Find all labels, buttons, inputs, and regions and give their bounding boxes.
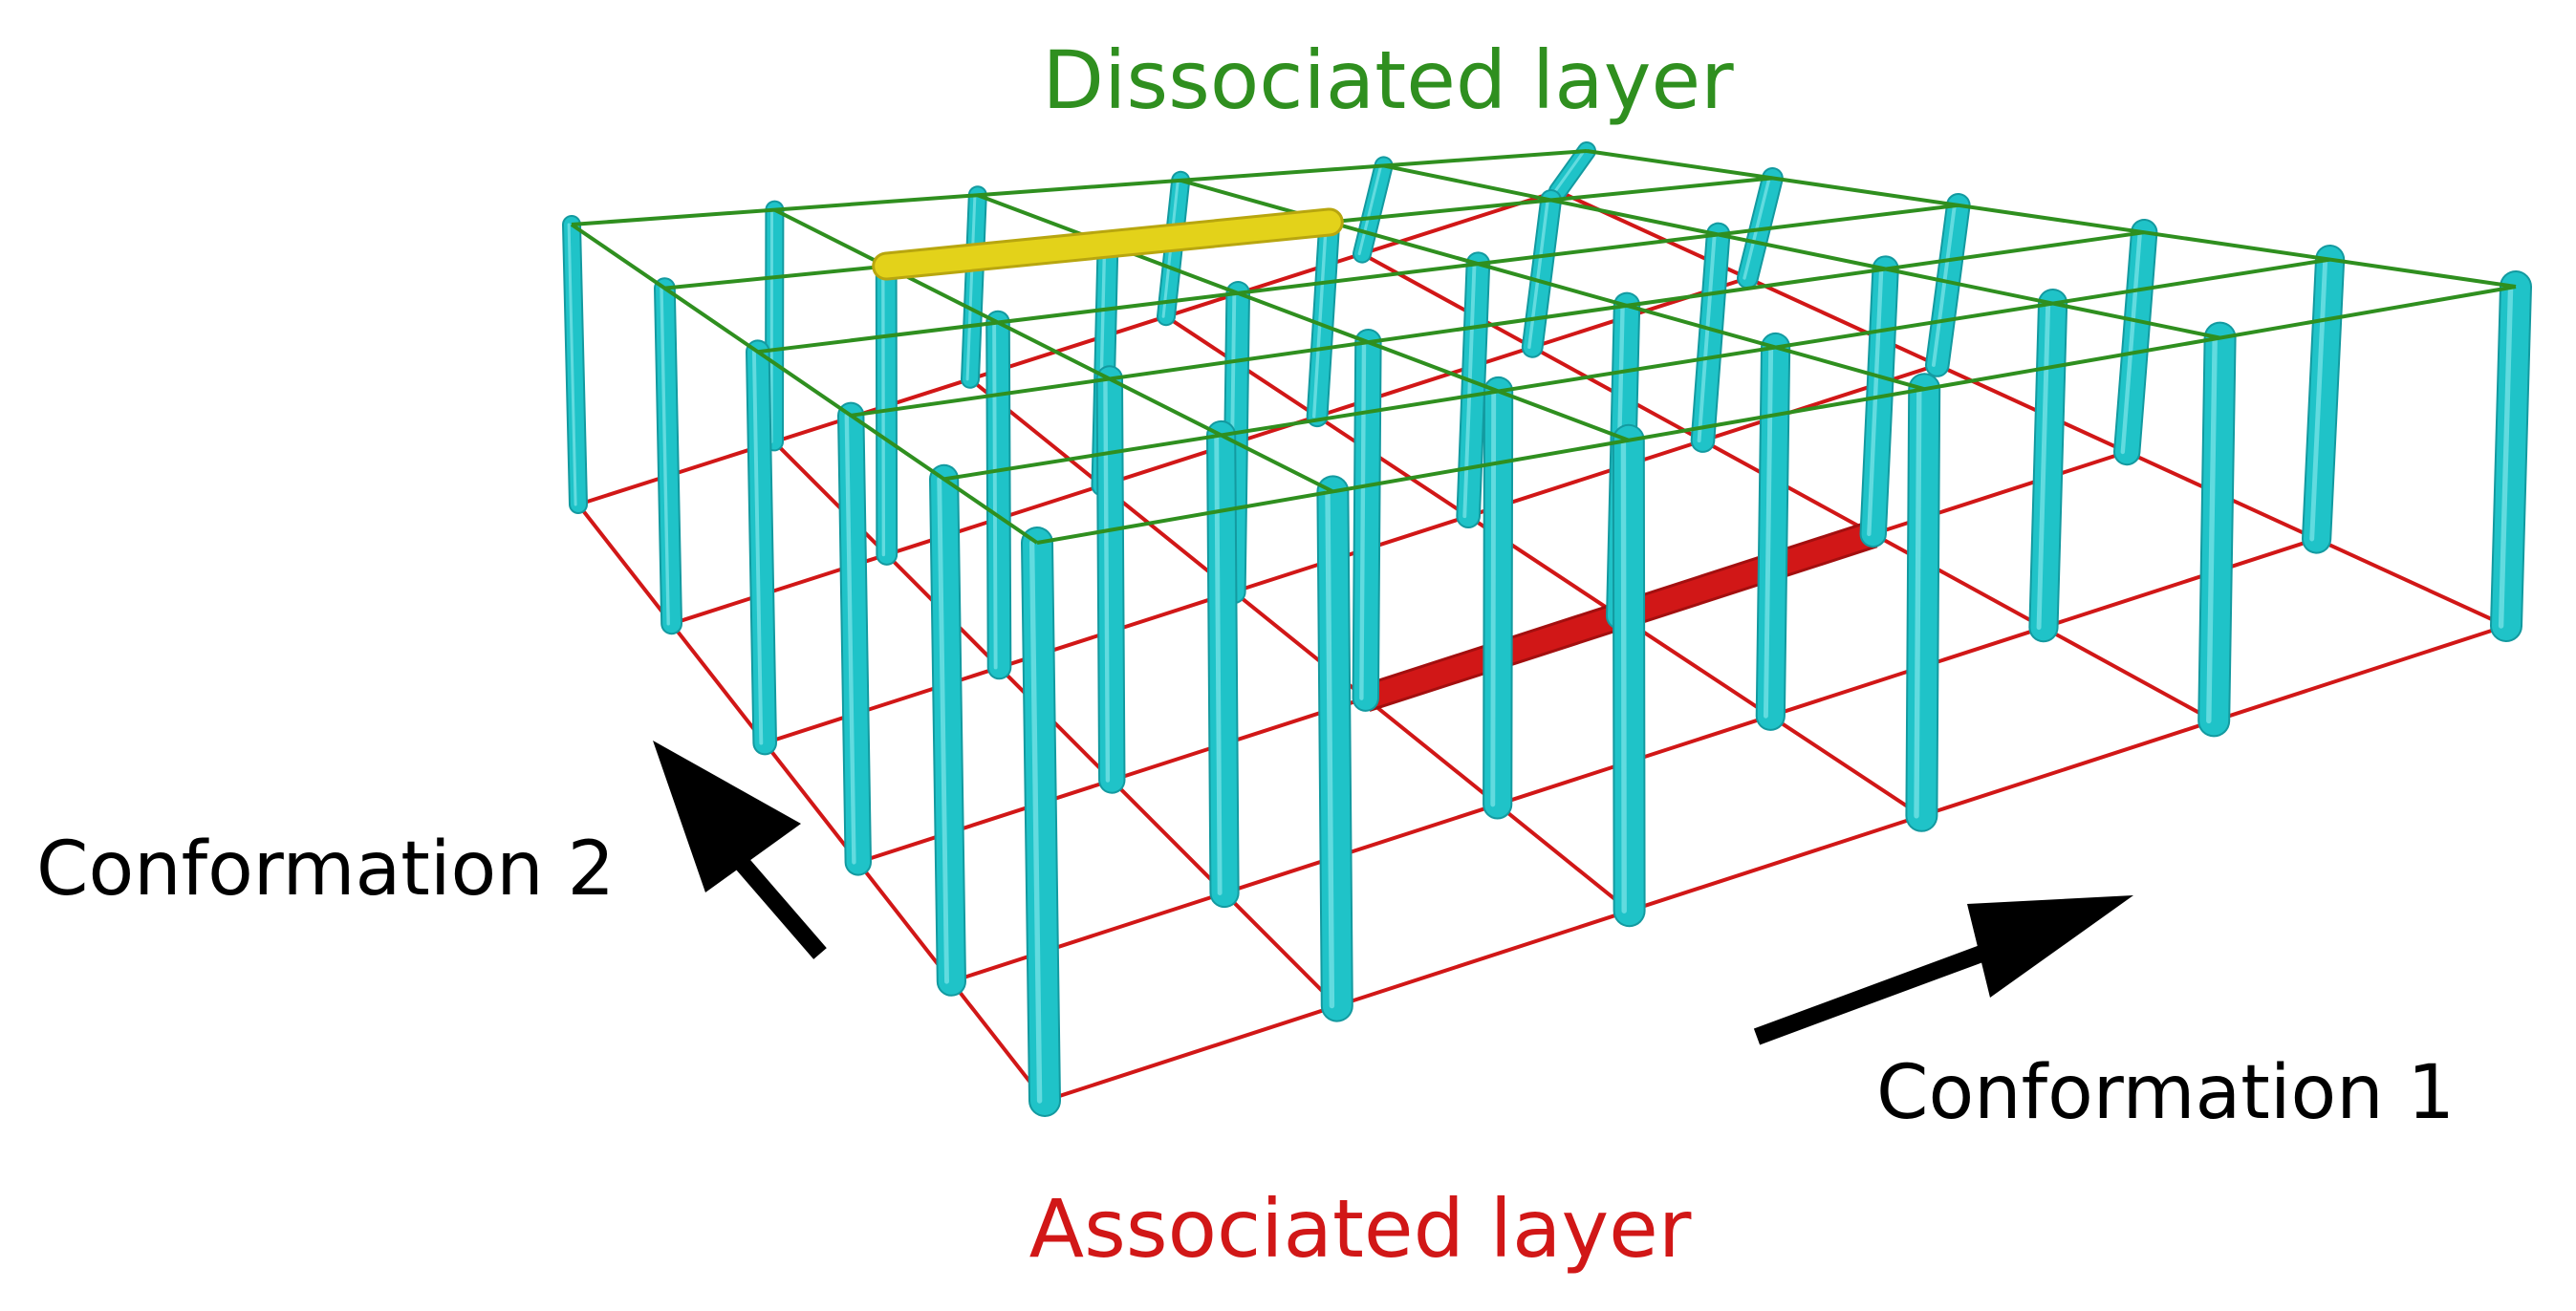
conformation-2-label: Conformation 2 [36,827,615,913]
pillars [569,151,2516,1101]
pillar [1110,378,1112,780]
pillar-highlight [1361,342,1364,698]
pillar [998,323,1000,668]
associated-grid-line-u0 [578,505,1045,1101]
pillar [1629,441,1630,911]
pillar [1362,165,1384,253]
pillar [1532,200,1550,347]
pillar [1366,342,1369,698]
pillar-highlight [994,323,996,668]
pillar-highlight [1623,441,1624,911]
conformation-1-arrow [1757,895,2133,1037]
pillar [1921,389,1924,816]
pillar-highlight [1105,378,1107,780]
pillar-highlight [1493,391,1494,804]
pillar-highlight [1217,435,1220,892]
associated-layer-label: Associated layer [1029,1182,1692,1276]
pillar [1498,391,1499,804]
dissociated-layer-label: Dissociated layer [1042,33,1734,127]
conformation-2-arrow [653,741,820,954]
pillar [1222,435,1224,892]
dissociated-grid-line-u4 [1384,165,2220,337]
dissociated-grid-line-v3 [758,205,1959,352]
conformation-1-label: Conformation 1 [1876,1050,2455,1136]
pillar-highlight [1916,389,1919,816]
